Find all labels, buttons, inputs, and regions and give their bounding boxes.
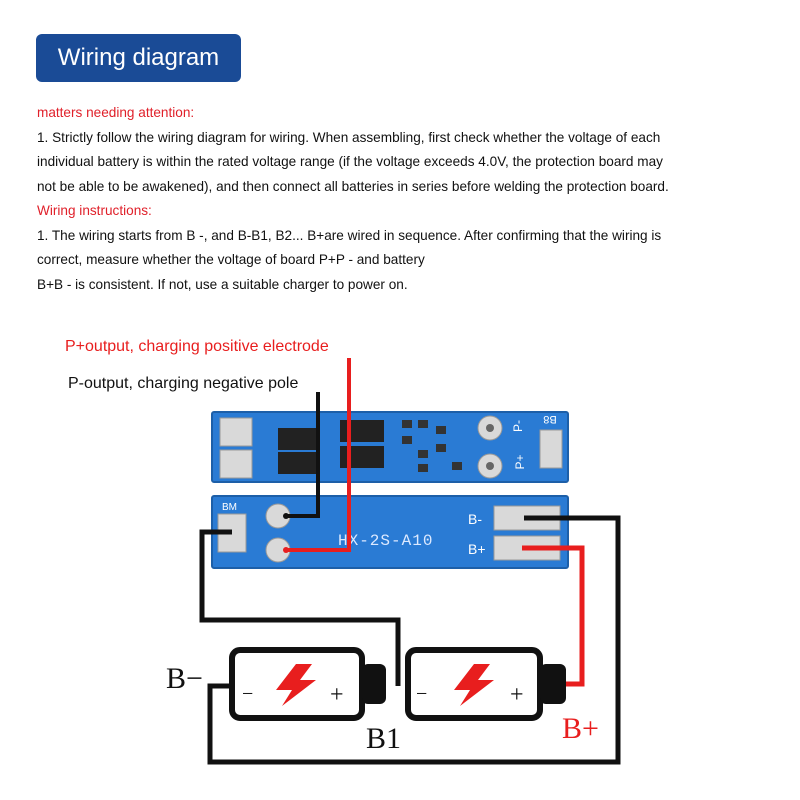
page-title: Wiring diagram — [36, 34, 241, 82]
attention-line: not be able to be awakened), and then co… — [37, 178, 669, 194]
b-plus-wire — [522, 545, 585, 687]
instruction-line: B+B - is consistent. If not, use a suita… — [37, 276, 408, 292]
b-minus-wire — [207, 515, 621, 765]
smd-part — [418, 450, 428, 458]
p-plus-text: P+ — [513, 454, 527, 469]
battery-cell-2: − + — [405, 647, 566, 721]
board-model: HX-2S-A10 — [338, 532, 433, 550]
terminal-b-minus: B− — [166, 662, 203, 695]
attention-line: individual battery is within the rated v… — [37, 154, 663, 169]
p-minus-wire — [286, 392, 320, 518]
b8-pad — [539, 429, 563, 469]
attention-line: 1. Strictly follow the wiring diagram fo… — [37, 129, 661, 145]
smd-part — [436, 426, 446, 434]
cell-minus-sign: − — [242, 683, 253, 705]
b-plus-pad — [219, 449, 253, 479]
b-minus-pad — [219, 417, 253, 447]
lightning-icon — [276, 664, 316, 706]
smd-part — [436, 444, 446, 452]
b8-label: B8 — [543, 413, 556, 425]
lightning-icon — [454, 664, 494, 706]
cell-plus-sign: + — [510, 682, 524, 708]
attention-heading: matters needing attention: — [37, 105, 195, 120]
bm-wire — [199, 529, 401, 686]
pcb-bottom-view: BM HX-2S-A10 B- B+ — [211, 495, 569, 569]
notes-block: matters needing attention: 1. Strictly f… — [37, 101, 777, 297]
smd-part — [418, 420, 428, 428]
terminal-b-plus: B+ — [562, 712, 599, 745]
ic-chip — [340, 446, 384, 468]
battery-cell-1: − + — [229, 647, 386, 721]
board-b-minus: B- — [468, 511, 482, 527]
instructions-heading: Wiring instructions: — [37, 203, 152, 218]
p-minus-text: P- — [511, 420, 525, 432]
smd-part — [402, 420, 412, 428]
smd-part — [402, 436, 412, 444]
terminal-b1: B1 — [366, 722, 401, 755]
p-plus-label: P+output, charging positive electrode — [65, 338, 329, 355]
ic-chip — [278, 452, 318, 474]
smd-part — [452, 462, 462, 470]
wires — [199, 358, 621, 765]
bm-label: BM — [222, 502, 237, 513]
cell-plus-sign: + — [330, 682, 344, 708]
cell-minus-sign: − — [416, 683, 427, 705]
ic-chip — [340, 420, 384, 442]
board-b-plus: B+ — [468, 541, 486, 557]
smd-part — [418, 464, 428, 472]
p-minus-label: P-output, charging negative pole — [68, 375, 298, 392]
instruction-line: correct, measure whether the voltage of … — [37, 252, 425, 267]
pcb-top-view: B8 P- P+ — [211, 411, 569, 483]
p-plus-wire — [286, 358, 351, 552]
ic-chip — [278, 428, 318, 450]
instruction-line: 1. The wiring starts from B -, and B-B1,… — [37, 227, 662, 243]
